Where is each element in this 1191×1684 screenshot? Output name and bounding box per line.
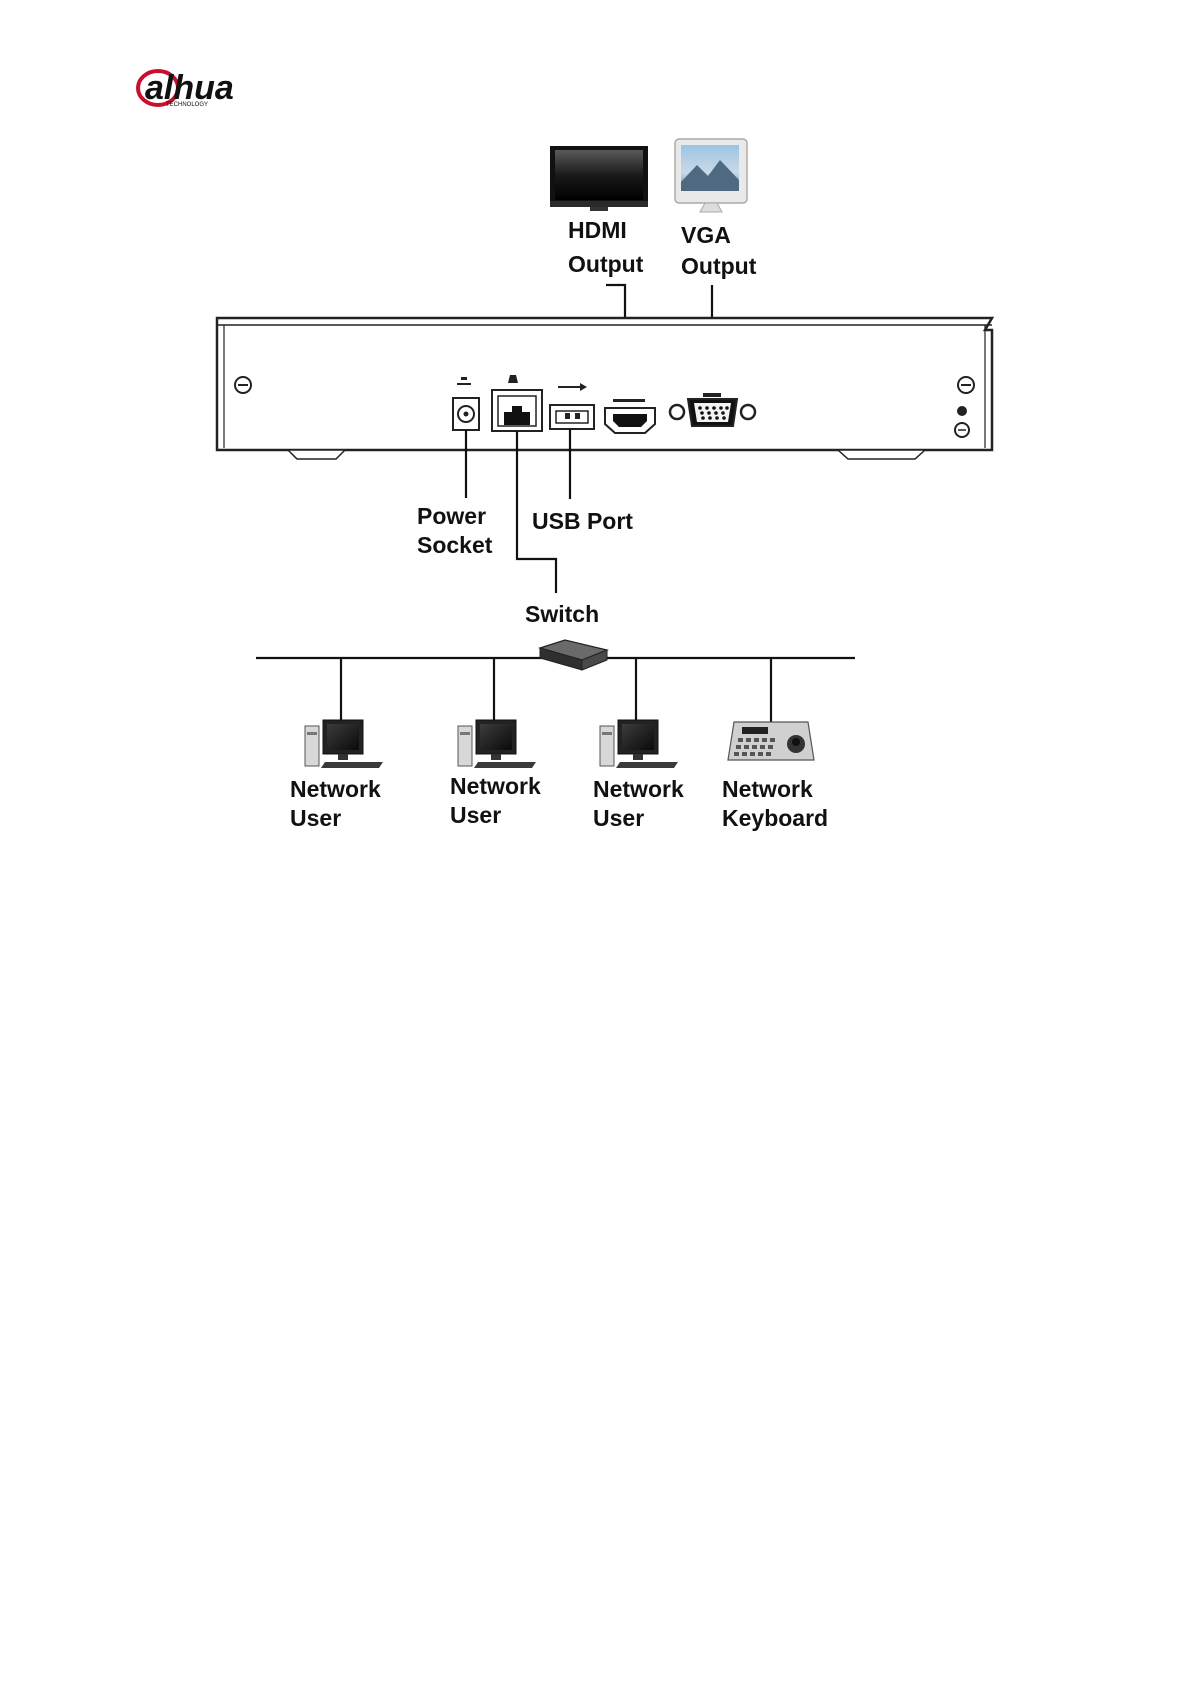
keyboard-icon (728, 722, 814, 760)
brand-logo: alhua TECHNOLOGY (138, 69, 234, 108)
screw-left-icon (235, 377, 251, 393)
computer-icon (458, 720, 536, 768)
usb-port-label: USB Port (532, 508, 633, 534)
power-socket-label-line1: Power (417, 503, 486, 529)
nvr-rear-panel (217, 318, 992, 459)
hdmi-tv-icon (550, 146, 648, 211)
logo-tagline: TECHNOLOGY (166, 102, 208, 108)
device-4-label-line1: Network (722, 776, 813, 802)
device-2-label-line1: Network (450, 773, 541, 799)
vga-output-label-line2: Output (681, 253, 757, 279)
device-1-label-line1: Network (290, 776, 381, 802)
power-socket-label-line2: Socket (417, 532, 493, 558)
switch-icon (540, 640, 607, 670)
device-2-label-line2: User (450, 802, 501, 828)
screw-right-icon (958, 377, 974, 393)
hdmi-output-label-line1: HDMI (568, 217, 627, 243)
computer-icon (600, 720, 678, 768)
device-1-label-line2: User (290, 805, 341, 831)
foot-left-icon (288, 450, 345, 459)
switch-label: Switch (525, 601, 599, 627)
vga-output-label-line1: VGA (681, 222, 731, 248)
hdmi-output-label-line2: Output (568, 251, 644, 277)
computer-icon (305, 720, 383, 768)
vga-monitor-icon (675, 139, 747, 212)
device-3-label-line1: Network (593, 776, 684, 802)
device-4-label-line2: Keyboard (722, 805, 828, 831)
foot-right-icon (838, 450, 925, 459)
device-3-label-line2: User (593, 805, 644, 831)
